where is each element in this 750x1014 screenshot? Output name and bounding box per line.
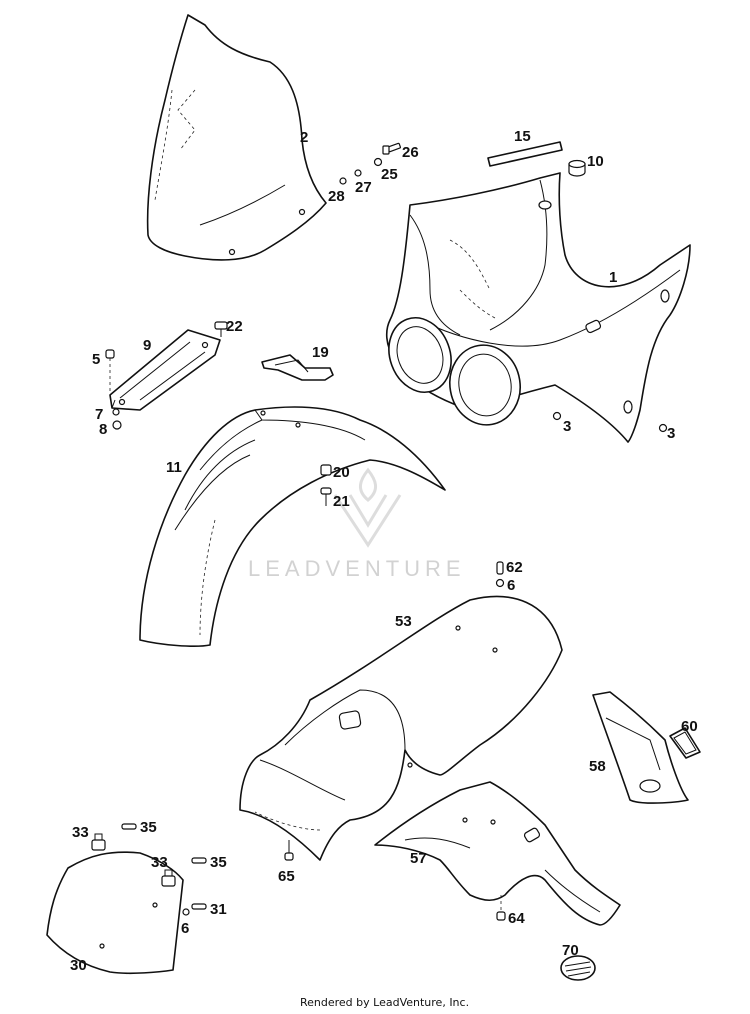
callout-6-lower: 6: [181, 920, 189, 937]
callout-2: 2: [300, 129, 308, 146]
cap-part-70: [560, 955, 596, 981]
callout-5: 5: [92, 351, 100, 368]
callout-20: 20: [333, 464, 350, 481]
screw-part-5: [105, 349, 115, 392]
screw-part-65: [284, 840, 294, 861]
callout-8: 8: [99, 421, 107, 438]
callout-33-upper: 33: [72, 824, 89, 841]
callout-22: 22: [226, 318, 243, 335]
windscreen-part-2: [146, 14, 327, 261]
callout-64: 64: [508, 910, 525, 927]
callout-11: 11: [166, 459, 182, 476]
callout-10: 10: [587, 153, 604, 170]
screw-part-22: [214, 321, 228, 337]
grommet-part-10: [568, 159, 586, 177]
nut-part-28: [339, 177, 347, 185]
callout-3-left: 3: [563, 418, 571, 435]
callout-35-upper: 35: [140, 819, 157, 836]
washer-part-25: [373, 157, 383, 167]
callout-25: 25: [381, 166, 398, 183]
callout-19: 19: [312, 344, 329, 361]
plate-part-58: [592, 691, 689, 804]
nut-part-20: [320, 464, 332, 476]
front-fender-part-11: [139, 406, 446, 647]
screw-part-35-upper: [121, 823, 137, 830]
callout-65: 65: [278, 868, 295, 885]
screw-part-3-left: [552, 411, 562, 421]
callout-31: 31: [210, 901, 227, 918]
callout-28: 28: [328, 188, 345, 205]
nut-part-8: [112, 420, 122, 430]
clip-part-33-lower: [161, 869, 176, 887]
callout-15: 15: [514, 128, 531, 145]
callout-9: 9: [143, 337, 151, 354]
screw-part-62: [496, 561, 504, 575]
washer-part-27: [354, 169, 362, 177]
screw-part-21: [320, 487, 332, 506]
callout-30: 30: [70, 957, 87, 974]
callout-70: 70: [562, 942, 579, 959]
headlight-mask-part-1: [385, 172, 691, 443]
callout-7: 7: [95, 406, 103, 423]
watermark-text: LEADVENTURE: [248, 556, 466, 581]
leadventure-watermark: LEADVENTURE: [248, 467, 466, 581]
screw-part-26: [382, 142, 401, 155]
render-credit: Rendered by LeadVenture, Inc.: [300, 996, 469, 1009]
mudflap-part-30: [46, 851, 184, 975]
holder-part-9: [109, 329, 221, 411]
callout-35-lower: 35: [210, 854, 227, 871]
screw-part-3-right: [658, 423, 668, 433]
callout-60: 60: [681, 718, 698, 735]
callout-57: 57: [410, 850, 427, 867]
callout-53: 53: [395, 613, 412, 630]
foam-strip-part-15: [487, 141, 563, 167]
callout-1: 1: [609, 269, 617, 286]
screw-part-35-lower: [191, 857, 207, 864]
callout-33-lower: 33: [151, 854, 168, 871]
rear-fender-part-53: [239, 595, 563, 861]
washer-part-7: [112, 408, 120, 416]
lower-fender-part-57: [374, 781, 621, 926]
callout-21: 21: [333, 493, 350, 510]
callout-27: 27: [355, 179, 372, 196]
callout-62: 62: [506, 559, 523, 576]
clip-part-33-upper: [91, 833, 106, 851]
reflector-part-60: [669, 727, 701, 759]
washer-part-6-upper: [495, 578, 505, 588]
screw-part-31: [191, 903, 207, 910]
washer-part-6-lower: [182, 908, 190, 916]
callout-6-upper: 6: [507, 577, 515, 594]
callout-3-right: 3: [667, 425, 675, 442]
screw-part-64: [496, 895, 506, 921]
bracket-part-19: [261, 354, 334, 381]
callout-26: 26: [402, 144, 419, 161]
callout-58: 58: [589, 758, 606, 775]
